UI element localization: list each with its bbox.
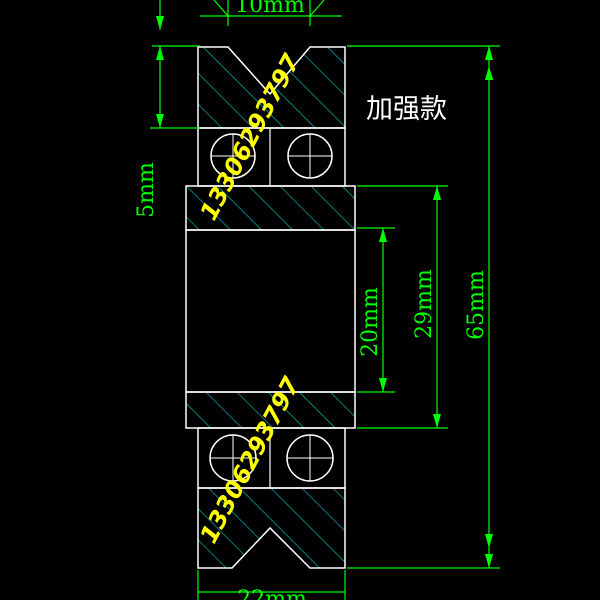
reinforced-model-note: 加强款	[366, 94, 447, 125]
dim-inner-ring-label: 29mm	[412, 269, 437, 339]
dim-top-width-label: 10mm	[235, 0, 305, 18]
dim-top-width	[200, 0, 342, 26]
inner-ring	[185, 185, 356, 429]
dim-outer-diameter-label: 65mm	[464, 270, 489, 340]
dim-inner-ring	[357, 185, 448, 429]
bore	[185, 229, 356, 393]
dim-bore-label: 20mm	[358, 287, 383, 357]
upper-ball-row	[197, 127, 346, 187]
dim-bore	[357, 227, 395, 393]
outer-ring-lower	[197, 487, 346, 569]
lower-ball-row	[197, 427, 346, 489]
dim-outer-diameter	[347, 45, 500, 569]
dim-bottom-width	[197, 570, 346, 600]
dim-shoulder-label: 5mm	[134, 162, 159, 218]
dim-bottom-width-label: 22mm	[237, 587, 307, 600]
dim-shoulder	[150, 0, 200, 129]
